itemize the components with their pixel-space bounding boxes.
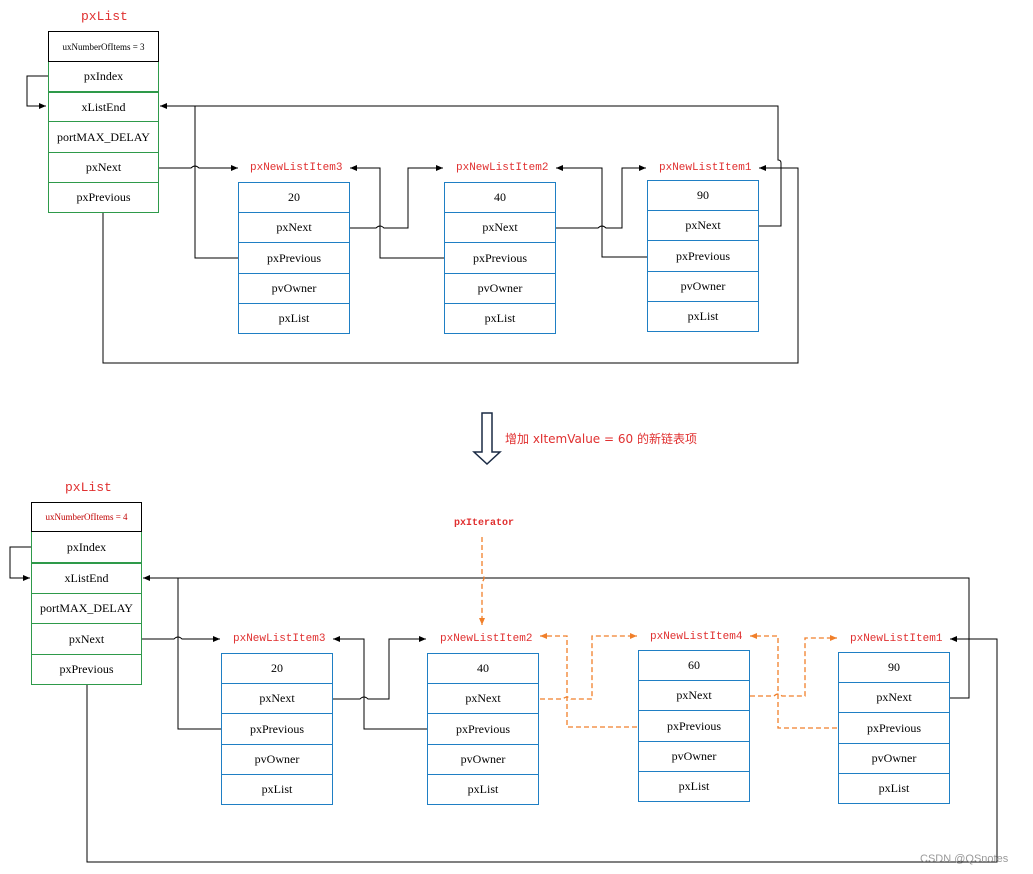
item-field: pvOwner [444, 274, 556, 304]
listend-to-item1-link [160, 105, 782, 227]
item-field: pvOwner [221, 745, 333, 775]
top-list-title: pxList [81, 9, 128, 24]
item-field: pxPrevious [427, 714, 539, 745]
list-field: portMAX_DELAY [48, 122, 159, 153]
item-field: pxList [427, 775, 539, 805]
pxindex-link [26, 75, 48, 109]
item-value: 20 [221, 653, 333, 684]
bottom-item3: 20 pxNext pxPrevious pvOwner pxList [221, 653, 333, 805]
list-field: pxIndex [31, 532, 142, 563]
list-field: uxNumberOfItems = 3 [48, 31, 159, 62]
item-field: pxNext [221, 684, 333, 714]
item-field: pxList [838, 774, 950, 804]
item3-prev-to-listend [194, 106, 238, 259]
item3-prev-to-listend-b [177, 578, 221, 730]
item-field: pxNext [427, 684, 539, 714]
item3-next-to-item2 [350, 165, 443, 229]
item-field: pxPrevious [444, 243, 556, 274]
top-item1: 90 pxNext pxPrevious pvOwner pxList [647, 180, 759, 332]
item1-next-to-listend-b [143, 575, 970, 699]
bottom-item1-title: pxNewListItem1 [850, 633, 943, 645]
item-field: pxList [444, 304, 556, 334]
item-field: pxList [238, 304, 350, 334]
item-field: pxPrevious [221, 714, 333, 745]
item2-prev-to-item3 [350, 165, 444, 259]
top-item3-title: pxNewListItem3 [250, 162, 343, 174]
item-field: pxNext [444, 213, 556, 243]
list-field: portMAX_DELAY [31, 594, 142, 624]
list-field: pxNext [31, 624, 142, 655]
item-field: pvOwner [647, 272, 759, 302]
item-value: 40 [444, 182, 556, 213]
list-field: xListEnd [48, 92, 159, 122]
watermark: CSDN @QSnotes [920, 853, 1009, 865]
list-next-to-item3 [158, 165, 238, 171]
top-list-struct: uxNumberOfItems = 3 pxIndex xListEnd por… [48, 31, 159, 213]
top-item1-title: pxNewListItem1 [659, 162, 752, 174]
item4-next-to-item1 [750, 635, 837, 697]
list-next-to-item3-b [142, 636, 220, 642]
top-item3: 20 pxNext pxPrevious pvOwner pxList [238, 182, 350, 334]
item-field: pxList [221, 775, 333, 805]
bottom-item2: 40 pxNext pxPrevious pvOwner pxList [427, 653, 539, 805]
item-field: pxPrevious [838, 713, 950, 744]
list-prev-to-item1 [102, 165, 799, 364]
list-field: pxPrevious [31, 655, 142, 685]
transition-arrow [472, 412, 502, 466]
bottom-item1: 90 pxNext pxPrevious pvOwner pxList [838, 652, 950, 804]
item-value: 60 [638, 650, 750, 681]
item-field: pxPrevious [638, 711, 750, 742]
item-field: pxList [647, 302, 759, 332]
list-field: pxNext [48, 153, 159, 183]
item1-prev-to-item4 [750, 633, 837, 729]
list-prev-to-item1-b [86, 636, 998, 863]
list-field: uxNumberOfItems = 4 [31, 502, 142, 532]
list-field: xListEnd [31, 563, 142, 594]
item3-next-to-item2-b [333, 636, 426, 700]
item2-next-to-item4 [540, 633, 637, 700]
bottom-item4-title: pxNewListItem4 [650, 631, 743, 643]
list-field: pxPrevious [48, 183, 159, 213]
item2-prev-to-item3-b [333, 636, 427, 730]
item-value: 90 [647, 180, 759, 211]
item-field: pxNext [838, 683, 950, 713]
item4-prev-to-item2 [540, 633, 637, 728]
item-value: 40 [427, 653, 539, 684]
bottom-item4: 60 pxNext pxPrevious pvOwner pxList [638, 650, 750, 802]
item-field: pvOwner [238, 274, 350, 304]
top-item2-title: pxNewListItem2 [456, 162, 549, 174]
bottom-item3-title: pxNewListItem3 [233, 633, 326, 645]
item1-prev-to-item2 [556, 165, 647, 258]
item-field: pvOwner [838, 744, 950, 774]
bottom-list-struct: uxNumberOfItems = 4 pxIndex xListEnd por… [31, 502, 142, 685]
item-field: pxNext [647, 211, 759, 241]
pxindex-link-b [9, 546, 32, 581]
top-item2: 40 pxNext pxPrevious pvOwner pxList [444, 182, 556, 334]
iterator-label: pxIterator [454, 518, 515, 529]
item-value: 20 [238, 182, 350, 213]
item-field: pvOwner [427, 745, 539, 775]
item2-next-to-item1 [556, 165, 646, 229]
bottom-list-title: pxList [65, 480, 112, 495]
iterator-pointer [479, 537, 485, 625]
item-field: pvOwner [638, 742, 750, 772]
item-field: pxPrevious [238, 243, 350, 274]
list-field: pxIndex [48, 62, 159, 92]
item-field: pxNext [638, 681, 750, 711]
item-field: pxList [638, 772, 750, 802]
item-field: pxNext [238, 213, 350, 243]
item-field: pxPrevious [647, 241, 759, 272]
item-value: 90 [838, 652, 950, 683]
transition-note: 增加 xItemValue = 60 的新链表项 [505, 432, 697, 446]
bottom-item2-title: pxNewListItem2 [440, 633, 533, 645]
